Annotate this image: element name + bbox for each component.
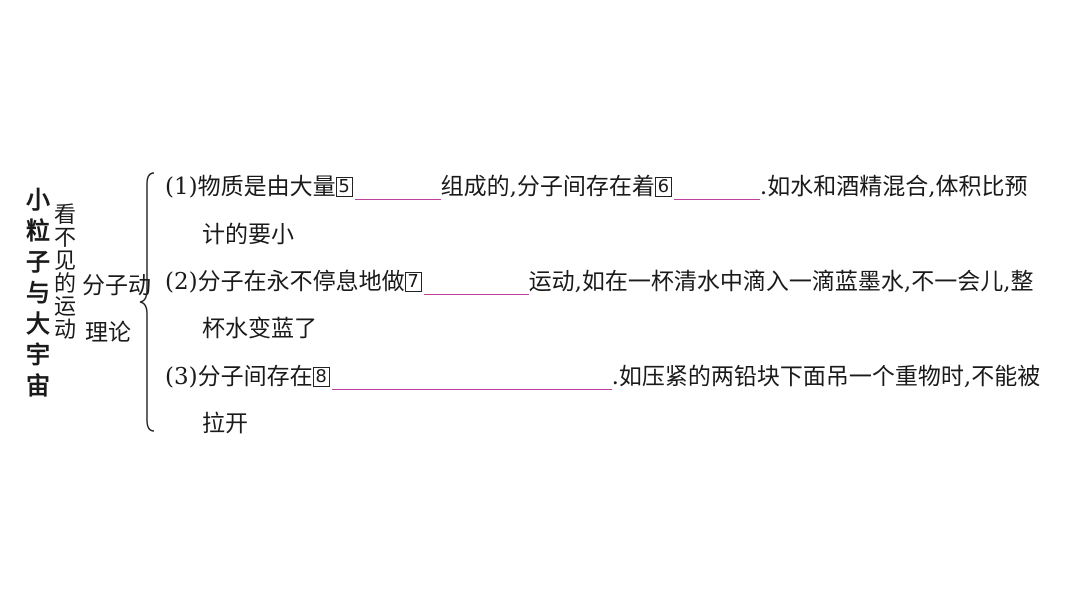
title-char: 宙 bbox=[26, 372, 50, 400]
item-3-prefix: (3)分子间存在 bbox=[165, 364, 313, 390]
item-3-suffix: .如压紧的两铅块下面吊一个重物时,不能被 bbox=[611, 364, 1041, 390]
item-1-prefix: (1)物质是由大量 bbox=[165, 174, 336, 200]
answer-number-box: 7 bbox=[404, 272, 422, 292]
subtitle-char: 动 bbox=[54, 318, 77, 343]
subtitle-char: 运 bbox=[54, 295, 77, 320]
subtitle-char: 的 bbox=[54, 272, 77, 297]
subtitle-char: 看 bbox=[54, 203, 77, 228]
answer-blank[interactable] bbox=[331, 379, 612, 390]
theory-label-line1: 分子动 bbox=[82, 273, 151, 299]
title-char: 宇 bbox=[26, 341, 50, 369]
title-char: 与 bbox=[26, 279, 50, 307]
item-3-continuation: 拉开 bbox=[202, 411, 248, 437]
item-1-continuation: 计的要小 bbox=[202, 222, 294, 248]
item-2-suffix: 运动,如在一杯清水中滴入一滴蓝墨水,不一会儿,整 bbox=[528, 269, 1034, 295]
answer-blank[interactable] bbox=[354, 189, 441, 200]
title-char: 小 bbox=[26, 186, 50, 214]
curly-brace-icon bbox=[139, 172, 155, 432]
answer-number-box: 6 bbox=[654, 177, 672, 197]
item-2-prefix: (2)分子在永不停息地做 bbox=[165, 269, 405, 295]
subtitle-char: 见 bbox=[54, 249, 77, 274]
title-char: 粒 bbox=[26, 217, 50, 245]
item-1-mid: 组成的,分子间存在着 bbox=[440, 174, 655, 200]
answer-number-box: 5 bbox=[335, 177, 353, 197]
item-2-continuation: 杯水变蓝了 bbox=[202, 316, 317, 342]
answer-number-box: 8 bbox=[312, 367, 330, 387]
theory-label-line2: 理论 bbox=[85, 320, 131, 346]
answer-blank[interactable] bbox=[673, 189, 760, 200]
main-title: 小 粒 子 与 大 宇 宙 bbox=[26, 188, 50, 405]
subtitle: 看 不 见 的 运 动 bbox=[54, 205, 76, 343]
title-char: 大 bbox=[26, 310, 50, 338]
item-1-suffix: .如水和酒精混合,体积比预 bbox=[759, 174, 1028, 200]
subtitle-char: 不 bbox=[54, 226, 77, 251]
answer-blank[interactable] bbox=[423, 284, 529, 295]
title-char: 子 bbox=[26, 248, 50, 276]
